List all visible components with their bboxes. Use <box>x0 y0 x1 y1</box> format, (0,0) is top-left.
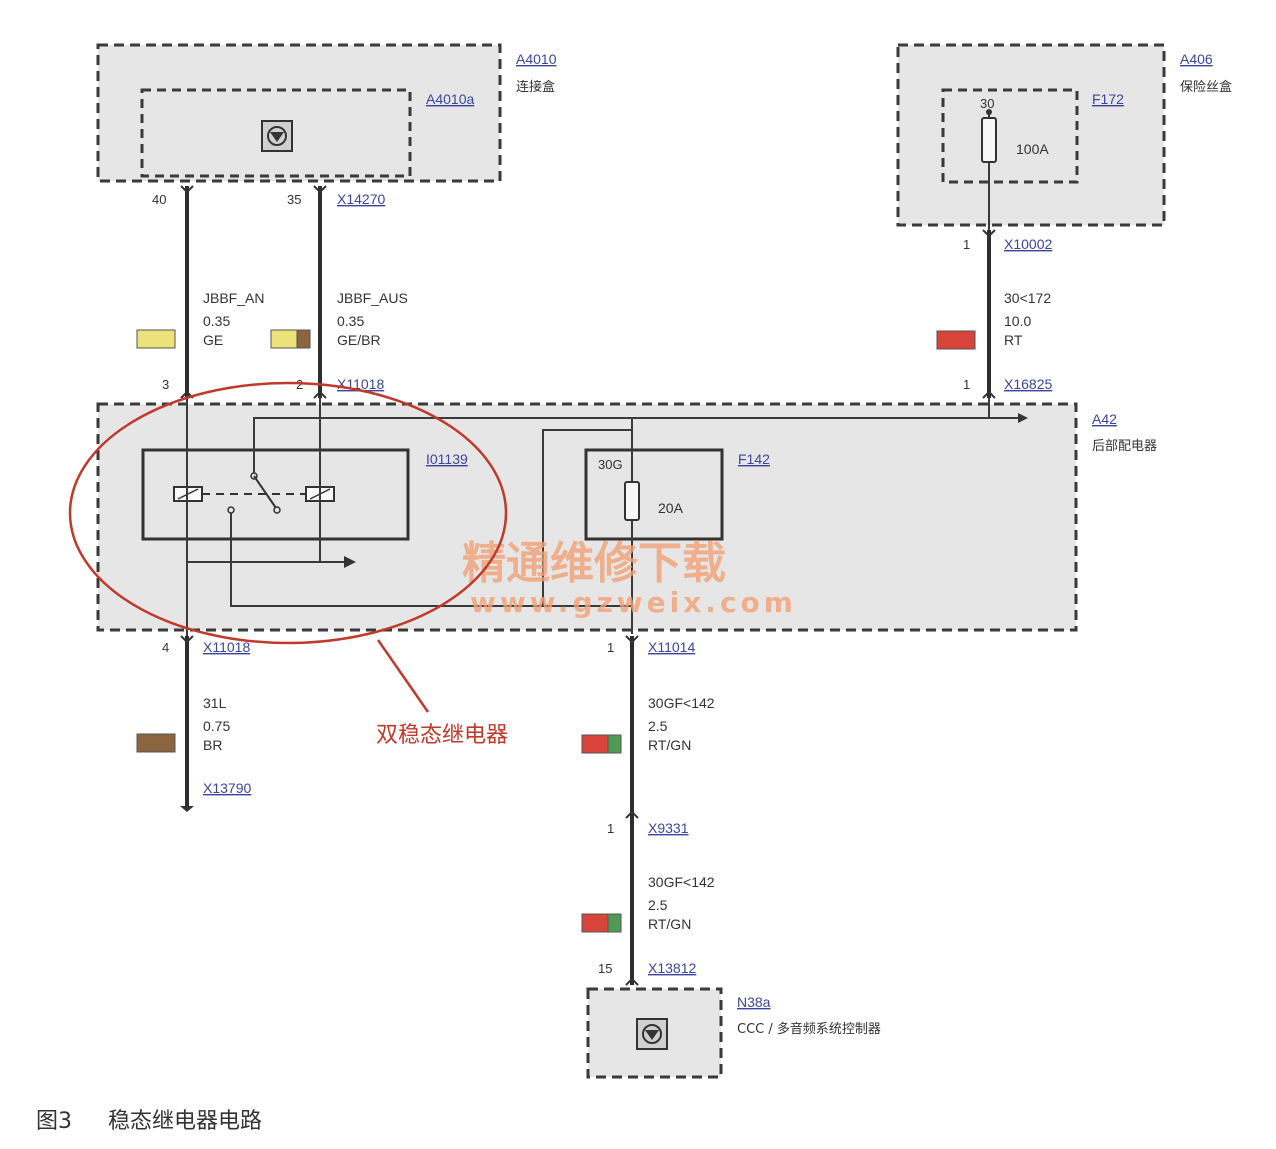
fuse-f172-icon <box>981 117 997 163</box>
wire-31l-ground: 4 X11018 31L 0.75 BR X13790 <box>136 635 251 812</box>
wire5-color-swatch <box>581 734 622 754</box>
wire3-pin-bottom: 1 <box>963 377 970 392</box>
component-a406: 30 100A F172 A406 保险丝盒 <box>896 43 1232 227</box>
wire3-pin-top: 1 <box>963 237 970 252</box>
a406-name: 保险丝盒 <box>1180 79 1232 95</box>
annotation-label: 双稳态继电器 <box>376 723 508 748</box>
wire-30gf-142-a: 1 X11014 30GF<142 2.5 RT/GN 1 X9331 <box>581 635 715 836</box>
wire4-signal: 31L <box>203 695 227 711</box>
wire6-connector-bottom[interactable]: X13812 <box>648 960 696 976</box>
f172-inner-box <box>941 88 1079 184</box>
figure-caption: 图3 稳态继电器电路 <box>36 1109 262 1134</box>
a406-box <box>896 43 1166 227</box>
fuse-f142-icon <box>624 481 640 521</box>
wire1-signal: JBBF_AN <box>203 290 264 306</box>
wire2-color-code: GE/BR <box>337 332 381 348</box>
control-unit-icon <box>636 1018 668 1050</box>
a42-name: 后部配电器 <box>1092 439 1157 454</box>
wire2-signal: JBBF_AUS <box>337 290 408 306</box>
wire3-color-swatch <box>936 330 976 350</box>
annotation-leader-line <box>376 639 430 713</box>
wire5-connector-top[interactable]: X11014 <box>648 639 695 655</box>
wire6-color-code: RT/GN <box>648 916 691 932</box>
relay-i01139-id[interactable]: I01139 <box>426 451 468 467</box>
n38a-name: CCC / 多音频系统控制器 <box>737 1021 881 1037</box>
f142-id[interactable]: F142 <box>738 451 770 467</box>
wire5-connector-bottom[interactable]: X9331 <box>648 820 689 836</box>
wire4-ground-connector[interactable]: X13790 <box>203 780 251 796</box>
wire6-color-swatch <box>581 913 622 933</box>
a4010a-id[interactable]: A4010a <box>426 91 474 107</box>
wire1-pin-bottom: 3 <box>162 377 169 392</box>
wire2-connector-top[interactable]: X14270 <box>337 191 385 207</box>
f172-terminal: 30 <box>980 96 994 111</box>
wire4-pin-top: 4 <box>162 640 169 655</box>
wire1-color-code: GE <box>203 332 223 348</box>
relay-i01139-box <box>141 448 410 541</box>
caption-title: 稳态继电器电路 <box>108 1109 262 1134</box>
wire1-color-swatch <box>136 329 176 349</box>
bistable-relay-annotation: 双稳态继电器 <box>68 381 508 748</box>
ground-symbol-icon <box>180 806 194 812</box>
a4010-name: 连接盒 <box>516 79 555 95</box>
wire2-gauge: 0.35 <box>337 313 364 329</box>
wire4-gauge: 0.75 <box>203 718 230 734</box>
component-a42: A42 后部配电器 I01139 30G 20A F142 <box>96 402 1157 634</box>
wire1-pin-top: 40 <box>152 192 166 207</box>
f172-rating: 100A <box>1016 141 1049 157</box>
f142-rating: 20A <box>658 500 684 516</box>
wire3-color-code: RT <box>1004 332 1023 348</box>
wire4-connector-top[interactable]: X11018 <box>203 639 250 655</box>
a4010-id[interactable]: A4010 <box>516 51 557 67</box>
wire3-connector-top[interactable]: X10002 <box>1004 236 1052 252</box>
wire2-pin-bottom: 2 <box>296 377 303 392</box>
component-a4010: A4010 连接盒 A4010a <box>96 43 557 183</box>
fuse-f142-box <box>584 448 724 541</box>
control-unit-icon <box>261 120 293 152</box>
a406-id[interactable]: A406 <box>1180 51 1213 67</box>
watermark-url: www.gzweix.com <box>470 586 797 619</box>
annotation-ellipse <box>68 381 508 645</box>
wire2-pin-top: 35 <box>287 192 301 207</box>
wire6-gauge: 2.5 <box>648 897 668 913</box>
wire4-color-code: BR <box>203 737 222 753</box>
wire3-gauge: 10.0 <box>1004 313 1031 329</box>
wire3-connector-bottom[interactable]: X16825 <box>1004 376 1052 392</box>
wire5-gauge: 2.5 <box>648 718 668 734</box>
wire-30gf-142-b: 30GF<142 2.5 RT/GN 15 X13812 <box>581 818 715 986</box>
f172-id[interactable]: F172 <box>1092 91 1124 107</box>
wire5-color-code: RT/GN <box>648 737 691 753</box>
watermark: 精通维修下载 www.gzweix.com <box>462 538 797 619</box>
a4010a-inner-box <box>140 88 412 178</box>
wire4-color-swatch <box>136 733 176 753</box>
wire5-pin-bottom: 1 <box>607 821 614 836</box>
a4010-box <box>96 43 502 183</box>
wire5-pin-top: 1 <box>607 640 614 655</box>
wire1-gauge: 0.35 <box>203 313 230 329</box>
a42-id[interactable]: A42 <box>1092 411 1117 427</box>
wire-30-172: 1 X10002 30<172 10.0 RT 1 X16825 <box>936 182 1052 418</box>
n38a-id[interactable]: N38a <box>737 994 771 1010</box>
watermark-text: 精通维修下载 <box>462 538 726 589</box>
caption-figure-number: 图3 <box>36 1109 72 1134</box>
f142-terminal: 30G <box>598 457 623 472</box>
wire3-signal: 30<172 <box>1004 290 1051 306</box>
wire2-color-swatch <box>270 329 311 349</box>
wire5-signal: 30GF<142 <box>648 695 715 711</box>
n38a-box <box>586 987 723 1079</box>
component-n38a: N38a CCC / 多音频系统控制器 <box>586 987 881 1079</box>
wire6-signal: 30GF<142 <box>648 874 715 890</box>
wire6-pin-bottom: 15 <box>598 961 612 976</box>
